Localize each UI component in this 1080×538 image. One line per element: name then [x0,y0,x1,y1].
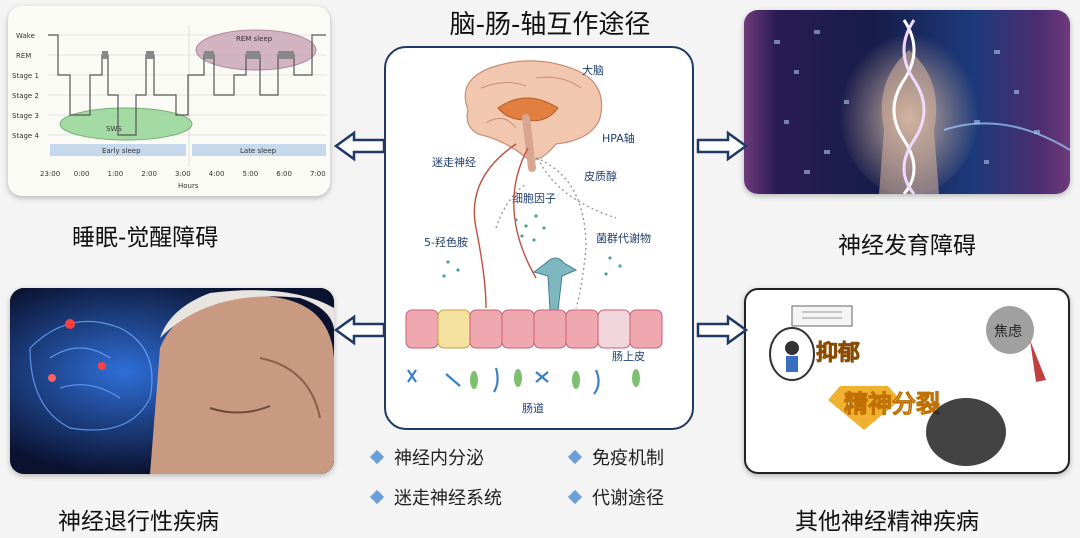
cytokines-label: 细胞因子 [512,192,556,205]
late-sleep-bar [192,144,326,156]
hypnogram: Wake REM Stage 1 Stage 2 Stage 3 Stage 4… [12,26,326,190]
elderly-man-image [10,288,334,474]
pathway-item: 代谢途径 [567,484,664,510]
time-tick-label: 0:00 [74,170,90,178]
stage-label: REM [16,52,31,60]
x-axis-label: Hours [178,182,199,190]
time-tick-label: 1:00 [108,170,124,178]
other-panel: 抑郁 焦虑 精神分裂 [744,288,1070,474]
brain-label: 大脑 [582,63,604,77]
schizo-label: 精神分裂 [844,390,940,418]
epithelium-row [405,309,663,349]
dna-head-image [774,19,1070,194]
rem-sleep-label: REM sleep [236,35,273,43]
time-tick-label: 2:00 [141,170,157,178]
gut-brain-diagram: 大脑 HPA轴 迷走神经 皮质醇 细胞因子 5-羟色胺 菌群代谢物 [384,46,694,430]
microbiota-icon [407,367,600,395]
stage-label: Stage 4 [12,132,39,140]
stage-label: Stage 3 [12,112,39,120]
immune-cell-icon [532,257,578,311]
psychiatric-illustration: 抑郁 焦虑 精神分裂 [769,305,1046,466]
time-tick-label: 4:00 [209,170,225,178]
stage-label: Stage 1 [12,72,39,80]
arrow-left-top-icon [333,130,386,162]
sws-label: SWS [106,125,122,133]
other-caption: 其他神经精神疾病 [795,509,979,535]
time-tick-label: 3:00 [175,170,191,178]
pathway-item: 神经内分泌 [369,444,484,470]
vagus-label: 迷走神经 [432,155,476,169]
arrow-left-bottom-icon [333,314,386,346]
pathway-item: 免疫机制 [567,444,664,470]
neurodegen-panel [10,288,334,474]
diamond-bullet-icon [369,449,385,465]
stage-label: Wake [16,32,35,40]
metabolites-label: 菌群代谢物 [596,231,651,245]
cortisol-label: 皮质醇 [584,169,617,183]
epithelium-label: 肠上皮 [612,350,645,363]
time-tick-label: 7:00 [310,170,326,178]
anxiety-label: 焦虑 [994,324,1022,340]
arrow-right-top-icon [696,130,749,162]
brain-icon [464,60,603,172]
neurodev-caption: 神经发育障碍 [838,233,976,259]
early-sleep-bar [50,144,186,156]
arrow-right-bottom-icon [696,314,749,346]
hpa-label: HPA轴 [602,131,635,145]
serotonin-label: 5-羟色胺 [424,235,468,249]
sws-ellipse [59,107,193,141]
diamond-bullet-icon [369,489,385,505]
gut-label: 肠道 [522,401,544,415]
rem-sleep-ellipse [195,29,317,71]
early-sleep-label: Early sleep [102,147,141,155]
depression-label: 抑郁 [816,340,860,366]
bacteria-icon [470,369,640,389]
hypnogram-line [48,34,326,136]
stage-label: Stage 2 [12,92,39,100]
pathway-item: 迷走神经系统 [369,484,502,510]
diagram-title: 脑-肠-轴互作途径 [449,10,651,40]
time-tick-label: 5:00 [243,170,259,178]
diamond-bullet-icon [567,449,583,465]
diamond-bullet-icon [567,489,583,505]
sleep-panel: Wake REM Stage 1 Stage 2 Stage 3 Stage 4… [8,6,330,196]
neurodev-panel [744,10,1070,194]
sleep-caption: 睡眠-觉醒障碍 [72,225,219,251]
neurodegen-caption: 神经退行性疾病 [58,509,219,535]
time-tick-label: 23:00 [40,170,60,178]
time-tick-label: 6:00 [276,170,292,178]
late-sleep-label: Late sleep [240,147,277,155]
